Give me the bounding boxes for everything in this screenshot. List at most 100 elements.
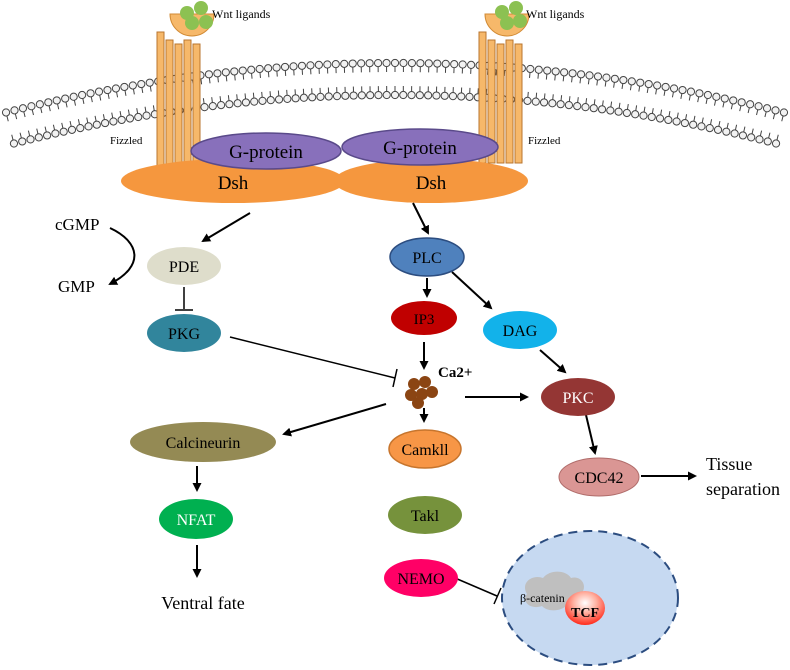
fizzled-label-right: Fizzled (528, 135, 561, 147)
wnt-molecule (199, 15, 213, 29)
camkll-label: Camkll (401, 442, 449, 459)
lipid-head (720, 94, 729, 103)
lipid-head (9, 139, 19, 148)
pde-label: PDE (169, 259, 199, 276)
lipid-head (779, 108, 789, 117)
lipid-head (216, 101, 226, 110)
arrow-plc-to-dag (451, 271, 493, 310)
lipid-head (526, 64, 535, 74)
lipid-head (324, 92, 333, 101)
lipid-head (689, 120, 698, 129)
lipid-head (433, 59, 442, 68)
lipid-head (314, 60, 323, 69)
lipid-head (647, 112, 656, 122)
tcf-label: TCF (571, 606, 599, 621)
lipid-head (323, 60, 332, 69)
lipid-head (556, 100, 565, 109)
ip3-node (391, 301, 457, 335)
lipid-head (713, 125, 723, 134)
lipid-head (34, 133, 43, 142)
lipid-head (204, 70, 214, 79)
arrow-dsh-to-pde (201, 212, 251, 243)
lipid-head (341, 91, 350, 100)
lipid-head (424, 91, 433, 100)
lipid-head (465, 92, 474, 101)
lipid-head (639, 111, 648, 120)
transmembrane-helix (156, 31, 165, 169)
tissue-separation-label-line2: separation (706, 479, 780, 499)
lipid-head (424, 59, 433, 68)
lipid-head (606, 106, 615, 115)
lipid-head (59, 127, 68, 136)
lipid-head (771, 139, 781, 148)
camkll-node (388, 429, 462, 469)
lipid-head (399, 90, 408, 100)
lipid-head (316, 92, 325, 101)
lipid-head (111, 84, 121, 93)
lipid-head (142, 111, 151, 120)
wnt-molecule (513, 14, 527, 28)
g-protein-right-label: G-protein (383, 138, 457, 159)
lipid-head (332, 92, 342, 101)
arrow-cgmp-to-gmp (108, 227, 136, 285)
nemo-node (384, 559, 458, 597)
lipid-head (672, 117, 681, 126)
lipid-head (661, 82, 670, 92)
transmembrane-helix (514, 43, 523, 164)
lipid-head (125, 114, 135, 123)
lipid-head (357, 91, 366, 100)
lipid-head (128, 81, 137, 90)
lipid-head (627, 77, 636, 86)
lipid-head (581, 103, 590, 112)
lipid-head (705, 123, 714, 133)
lipid-head (357, 59, 366, 68)
lipid-head (762, 104, 772, 113)
lipid-head (730, 129, 739, 138)
lipid-head (51, 129, 60, 138)
lipid-head (539, 98, 549, 107)
lipid-head (543, 66, 552, 75)
lipid-head (274, 95, 284, 104)
transmembrane-helix (174, 43, 183, 169)
lipid-head (597, 105, 607, 114)
lipid-head (754, 102, 763, 111)
lipid-head (432, 91, 441, 100)
lipid-head (622, 108, 631, 118)
lipid-head (737, 98, 746, 107)
ventral-fate-label: Ventral fate (161, 593, 244, 613)
lipid-head (722, 127, 731, 136)
lipid-head (92, 120, 101, 129)
lipid-head (340, 59, 349, 68)
lipid-head (441, 59, 450, 68)
g-protein-left-label: G-protein (229, 142, 303, 163)
lipid-head (576, 70, 586, 79)
lipid-head (1, 108, 11, 117)
lipid-head (653, 81, 662, 90)
lipid-head (349, 91, 358, 100)
lipid-head (94, 87, 104, 96)
lipid-head (137, 79, 146, 89)
lipid-head (729, 96, 738, 105)
lipid-head (697, 122, 706, 131)
calcium-ion-cluster (405, 376, 438, 409)
wnt-molecule (185, 16, 199, 30)
inhibition-nemo-to-tcf (454, 577, 502, 605)
lipid-head (602, 73, 611, 82)
transmembrane-helix (487, 39, 496, 164)
calcineurin-label: Calcineurin (166, 435, 241, 452)
lipid-head (560, 68, 569, 77)
lipid-head (283, 94, 292, 103)
arrow-pkc-to-cdc42 (585, 414, 598, 455)
pkg-node (147, 314, 221, 352)
lipid-head (264, 64, 273, 73)
lipid-head (61, 94, 70, 103)
wnt-ligand-left (169, 1, 215, 37)
lipid-head (680, 118, 689, 128)
lipid-head (564, 101, 574, 110)
lipid-head (44, 98, 53, 107)
cdc42-node (558, 457, 640, 497)
dsh-right-label: Dsh (416, 173, 447, 194)
lipid-head (86, 89, 95, 98)
